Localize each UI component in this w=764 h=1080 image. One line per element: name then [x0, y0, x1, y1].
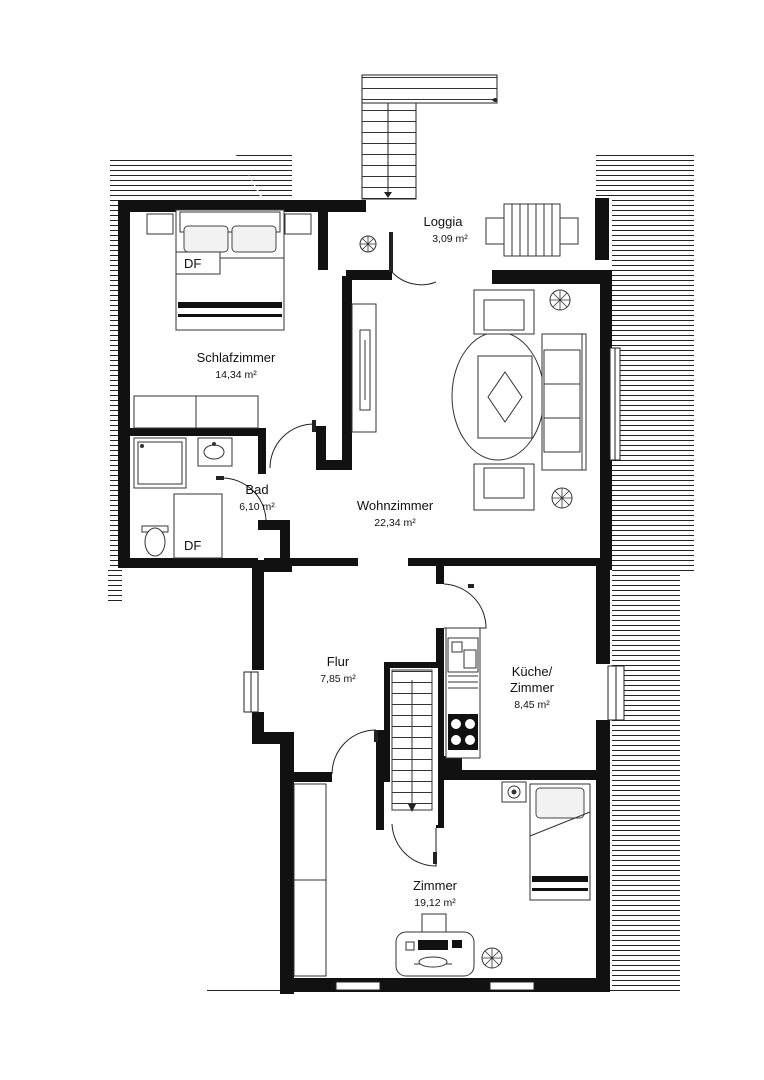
room-name: Zimmer — [413, 878, 458, 893]
armchair-bottom — [473, 463, 535, 511]
room-area: 6,10 m² — [239, 501, 275, 513]
room-name: Küche/ — [512, 664, 553, 679]
tv-sideboard — [351, 303, 377, 433]
skylight-label: DF — [184, 256, 201, 271]
loggia-plant — [359, 235, 377, 253]
desk — [395, 913, 475, 977]
room-area: 7,85 m² — [320, 673, 356, 685]
room-name-line2: Zimmer — [510, 680, 555, 695]
room-label-wohnzimmer: Wohnzimmer 22,34 m² — [357, 498, 434, 529]
room-name: Flur — [327, 654, 350, 669]
room-label-flur: Flur 7,85 m² — [320, 654, 356, 685]
wardrobe-zimmer — [293, 783, 327, 977]
roof-right-lower — [608, 560, 680, 992]
plant-living-2 — [551, 487, 573, 509]
room-area: 19,12 m² — [414, 897, 456, 909]
wardrobe — [133, 395, 259, 429]
interior-stairs — [384, 662, 438, 825]
kitchen-counter — [445, 627, 481, 759]
room-label-schlafzimmer: Schlafzimmer 14,34 m² — [197, 350, 276, 381]
dining-table — [451, 331, 545, 461]
skylight-mark-2: DF — [173, 493, 223, 559]
room-name: Schlafzimmer — [197, 350, 276, 365]
doors — [216, 232, 487, 867]
bath-sink — [197, 437, 233, 467]
room-area: 22,34 m² — [374, 517, 416, 529]
roof-top-small — [234, 152, 292, 196]
sofa — [541, 333, 587, 471]
walls — [118, 198, 612, 994]
room-area: 8,45 m² — [514, 699, 550, 711]
room-label-bad: Bad 6,10 m² — [239, 482, 275, 513]
plant-living-1 — [549, 289, 571, 311]
room-label-zimmer: Zimmer 19,12 m² — [413, 878, 458, 909]
room-area: 3,09 m² — [432, 233, 468, 245]
loggia-table-set — [485, 203, 579, 257]
skylight-label: DF — [184, 538, 201, 553]
plant-zimmer — [481, 947, 503, 969]
bed-double — [146, 209, 312, 331]
skylight-mark-1: DF — [175, 251, 221, 275]
room-name: Wohnzimmer — [357, 498, 434, 513]
armchair-top — [473, 289, 535, 335]
exterior-stairs — [361, 74, 498, 200]
room-label-kueche: Küche/ Zimmer 8,45 m² — [510, 664, 555, 711]
room-area: 14,34 m² — [215, 369, 257, 381]
shower — [133, 437, 187, 489]
room-name: Loggia — [423, 214, 463, 229]
room-label-loggia: Loggia 3,09 m² — [423, 214, 468, 245]
toilet — [141, 525, 169, 557]
bed-single — [501, 781, 591, 901]
roof-right-upper — [596, 152, 694, 572]
room-name: Bad — [245, 482, 268, 497]
windows — [243, 347, 625, 991]
